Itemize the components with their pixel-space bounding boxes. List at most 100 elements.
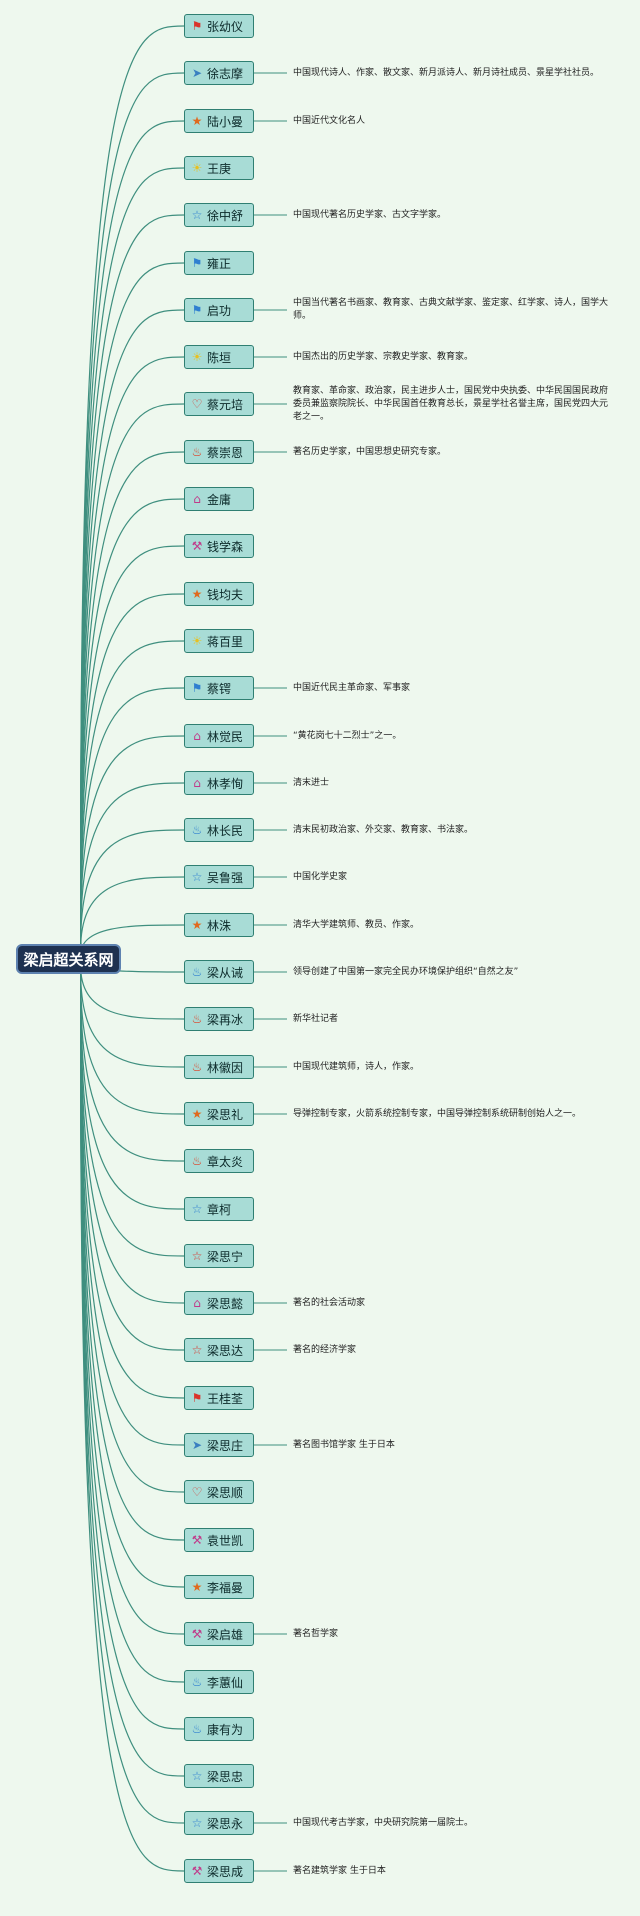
person-name: 梁思庄 (207, 1438, 244, 1453)
link-18 (80, 876, 185, 960)
person-name: 启功 (207, 303, 232, 318)
person-node[interactable]: ♨ 梁从诫 (184, 960, 254, 984)
link-2 (80, 120, 185, 960)
link-14 (80, 687, 185, 960)
person-node[interactable]: ⚑蔡锷 (184, 676, 254, 700)
link-3 (80, 167, 185, 960)
person-name: 梁从诫 (207, 965, 244, 980)
paper-plane-icon: ➤ (191, 1438, 203, 1452)
person-node[interactable]: ☆梁思宁 (184, 1244, 254, 1268)
red-star-outline-icon: ☆ (191, 1249, 203, 1263)
link-9 (80, 451, 185, 960)
person-name: 梁再冰 (207, 1012, 244, 1027)
person-node[interactable]: ♨蔡崇恩 (184, 440, 254, 464)
star-outline-icon: ☆ (191, 208, 203, 222)
link-10 (80, 498, 185, 960)
person-node[interactable]: ☆章柯 (184, 1197, 254, 1221)
person-node[interactable]: ⚑王桂荃 (184, 1386, 254, 1410)
person-node[interactable]: ⚒ 袁世凯 (184, 1528, 254, 1552)
person-node[interactable]: ♨ 康有为 (184, 1717, 254, 1741)
person-node[interactable]: ☀陈垣 (184, 345, 254, 369)
root-node[interactable]: 梁启超关系网 (16, 944, 121, 974)
person-node[interactable]: ♨林长民 (184, 818, 254, 842)
person-node[interactable]: ★李福曼 (184, 1575, 254, 1599)
person-name: 梁思忠 (207, 1769, 244, 1784)
person-node[interactable]: ⌂金庸 (184, 487, 254, 511)
person-note: 领导创建了中国第一家完全民办环境保护组织“自然之友” (293, 967, 519, 977)
person-node[interactable]: ⚑张幼仪 (184, 14, 254, 38)
person-node[interactable]: ♡蔡元培 (184, 392, 254, 416)
person-note: 清华大学建筑师、教员、作家。 (293, 920, 420, 930)
person-name: 章柯 (207, 1202, 232, 1217)
orange-star-icon: ★ (191, 114, 203, 128)
link-23 (80, 958, 185, 1115)
person-node[interactable]: ☀王庚 (184, 156, 254, 180)
link-30 (80, 958, 185, 1446)
blue-fire-icon: ♨ (191, 1722, 203, 1736)
person-note: 中国化学史家 (293, 872, 348, 882)
wand-icon: ⚒ (191, 1864, 203, 1878)
person-name: 王庚 (207, 161, 232, 176)
person-node[interactable]: ⚑ 雍正 (184, 251, 254, 275)
paper-plane-icon: ➤ (191, 66, 203, 80)
link-39 (80, 958, 185, 1872)
wand-icon: ⚒ (191, 1533, 203, 1547)
orange-star-icon: ★ (191, 918, 203, 932)
person-node[interactable]: ★梁思礼 (184, 1102, 254, 1126)
person-node[interactable]: ★林洙 (184, 913, 254, 937)
person-node[interactable]: ⚑启功 (184, 298, 254, 322)
person-node[interactable]: ☆梁思永 (184, 1811, 254, 1835)
person-name: 蔡锷 (207, 681, 232, 696)
person-node[interactable]: ☆ 徐中舒 (184, 203, 254, 227)
person-note: 著名建筑学家 生于日本 (293, 1866, 386, 1876)
person-name: 蔡崇恩 (207, 445, 244, 460)
person-node[interactable]: ☆ 梁思忠 (184, 1764, 254, 1788)
blue-flag-icon: ⚑ (191, 256, 203, 270)
person-node[interactable]: ♨林徽因 (184, 1055, 254, 1079)
wand-icon: ⚒ (191, 1627, 203, 1641)
link-0 (80, 25, 185, 960)
person-name: 梁思礼 (207, 1107, 244, 1122)
link-22 (80, 958, 185, 1068)
person-node[interactable]: ☆梁思达 (184, 1338, 254, 1362)
person-note: 著名哲学家 (293, 1629, 339, 1639)
person-name: 徐中舒 (207, 208, 244, 223)
person-node[interactable]: ⚒ 梁思成 (184, 1859, 254, 1883)
person-node[interactable]: ♡梁思顺 (184, 1480, 254, 1504)
person-node[interactable]: ➤ 梁思庄 (184, 1433, 254, 1457)
person-name: 雍正 (207, 256, 232, 271)
link-13 (80, 640, 185, 960)
link-17 (80, 829, 185, 960)
person-node[interactable]: ☀蒋百里 (184, 629, 254, 653)
person-node[interactable]: ★钱均夫 (184, 582, 254, 606)
orange-star-icon: ★ (191, 1580, 203, 1594)
person-node[interactable]: ♨章太炎 (184, 1149, 254, 1173)
house-icon: ⌂ (193, 492, 201, 506)
person-name: 钱学森 (207, 539, 244, 554)
person-node[interactable]: ➤徐志摩 (184, 61, 254, 85)
person-node[interactable]: ⚒钱学森 (184, 534, 254, 558)
person-node[interactable]: ☆吴鲁强 (184, 865, 254, 889)
person-name: 康有为 (207, 1722, 244, 1737)
person-node[interactable]: ♨梁再冰 (184, 1007, 254, 1031)
star-outline-icon: ☆ (191, 1769, 203, 1783)
person-note: 中国现代考古学家，中央研究院第一届院士。 (293, 1818, 474, 1828)
heart-icon: ♡ (191, 1485, 203, 1499)
person-node[interactable]: ⚒梁启雄 (184, 1622, 254, 1646)
person-node[interactable]: ⌂梁思懿 (184, 1291, 254, 1315)
person-name: 林孝恂 (207, 776, 244, 791)
person-name: 蒋百里 (207, 634, 244, 649)
blue-fire-icon: ♨ (191, 965, 203, 979)
person-node[interactable]: ⌂林觉民 (184, 724, 254, 748)
person-node[interactable]: ♨李蕙仙 (184, 1670, 254, 1694)
person-node[interactable]: ⌂林孝恂 (184, 771, 254, 795)
person-name: 梁思成 (207, 1864, 244, 1879)
person-note: 中国近代文化名人 (293, 116, 366, 126)
person-node[interactable]: ★陆小曼 (184, 109, 254, 133)
person-name: 袁世凯 (207, 1533, 244, 1548)
person-name: 王桂荃 (207, 1391, 244, 1406)
person-name: 林长民 (207, 823, 244, 838)
link-28 (80, 958, 185, 1351)
link-11 (80, 545, 185, 960)
person-name: 张幼仪 (207, 19, 244, 34)
